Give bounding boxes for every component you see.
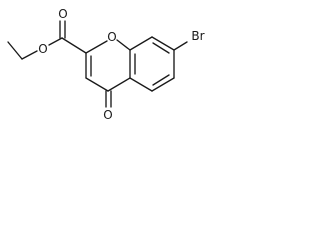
bond-ring-o-c8a	[116, 39, 131, 51]
bond-c8-c7-inner	[152, 42, 170, 54]
atom-label-group: O O O O Br	[38, 7, 204, 122]
atom-label-ester-oxygen: O	[38, 42, 47, 56]
bond-ch2-ester-o	[21, 50, 38, 60]
bond-c7-br	[173, 41, 188, 51]
bond-c8a-c8	[129, 36, 153, 51]
bond-group	[7, 20, 188, 108]
bond-ester-o-carbonyl-c	[48, 37, 63, 46]
bond-c6-c5-inner	[152, 74, 170, 86]
atom-label-carbonyl-oxygen: O	[58, 7, 67, 21]
atom-label-ring-oxygen: O	[107, 30, 116, 44]
bond-carbonyl-c2	[61, 37, 87, 54]
bond-ch3-ch2	[7, 41, 23, 60]
bond-c5-c4a	[129, 77, 153, 92]
atom-label-bromine: Br	[191, 29, 204, 43]
atom-label-ketone-oxygen: O	[103, 108, 112, 122]
bond-c4-c4a	[107, 77, 131, 92]
bond-c8-c7	[151, 36, 175, 51]
bond-c2-ring-o	[85, 40, 108, 54]
bond-c3-c4	[85, 77, 109, 92]
chemical-structure-diagram: O O O O Br	[7, 7, 205, 122]
bond-c6-c5	[151, 77, 175, 92]
